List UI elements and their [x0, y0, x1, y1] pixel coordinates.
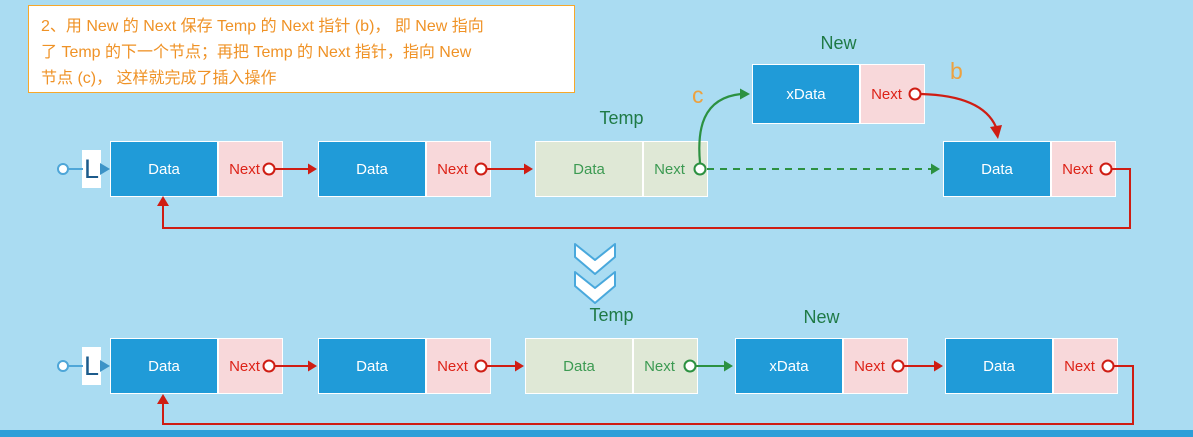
node-data-cell: Data	[536, 142, 644, 196]
green-arrowhead	[740, 88, 750, 100]
pointer-label-b: b	[950, 58, 963, 84]
node-data-cell: Data	[111, 339, 219, 393]
next-pointer-circle	[262, 162, 276, 176]
note-line-3: 节点 (c)， 这样就完成了插入操作	[41, 70, 277, 87]
top-loopback-line	[162, 168, 1131, 229]
red-arrowhead	[308, 163, 317, 175]
next-pointer-circle	[1099, 162, 1113, 176]
head-arrowhead	[100, 163, 110, 175]
temp-label-bottom: Temp	[589, 305, 634, 325]
bottom-edge-bar	[0, 430, 1193, 437]
head-pointer-label: L	[83, 350, 100, 381]
head-arrowhead	[100, 360, 110, 372]
node-next-cell: Next	[861, 65, 924, 123]
node-data-cell: xData	[753, 65, 861, 123]
next-pointer-circle	[474, 162, 488, 176]
chevron-down-icon	[574, 243, 616, 304]
red-arrowhead	[524, 163, 533, 175]
node-data-cell: Data	[319, 339, 427, 393]
pointer-b-curve	[920, 92, 998, 128]
bottom-node-1: Data Next	[110, 338, 283, 394]
next-pointer-circle	[908, 87, 922, 101]
next-pointer-circle	[693, 162, 707, 176]
red-arrowhead	[990, 125, 1002, 139]
instruction-note: 2、用 New 的 Next 保存 Temp 的 Next 指针 (b)， 即 …	[28, 5, 575, 93]
red-arrowhead	[515, 360, 524, 372]
top-new-node: xData Next	[752, 64, 925, 124]
next-pointer-circle	[474, 359, 488, 373]
pointer-label-c: c	[692, 82, 704, 108]
bottom-pointer-circles	[262, 359, 1115, 373]
red-arrowhead	[308, 360, 317, 372]
head-pointer-top: L	[82, 150, 101, 188]
note-line-2: 了 Temp 的下一个节点；再把 Temp 的 Next 指针，指向 New	[41, 44, 472, 61]
red-arrowhead-up	[157, 394, 169, 404]
top-pointer-circles	[262, 87, 1113, 176]
node-data-cell: Data	[944, 142, 1052, 196]
head-circle	[57, 163, 69, 175]
head-link-bottom	[57, 360, 110, 372]
head-pointer-bottom: L	[82, 347, 101, 385]
next-pointer-circle	[1101, 359, 1115, 373]
node-data-cell: Data	[111, 142, 219, 196]
new-label-top: New	[820, 33, 857, 53]
temp-label-top: Temp	[599, 108, 644, 128]
next-pointer-circle	[891, 359, 905, 373]
node-data-cell: Data	[946, 339, 1054, 393]
head-pointer-label: L	[83, 153, 100, 184]
next-pointer-circle	[683, 359, 697, 373]
node-data-cell: Data	[526, 339, 634, 393]
bottom-loopback-line	[162, 365, 1134, 425]
head-circle	[57, 360, 69, 372]
green-arrowhead	[931, 163, 940, 175]
red-arrowhead	[934, 360, 943, 372]
note-line-1: 2、用 New 的 Next 保存 Temp 的 Next 指针 (b)， 即 …	[41, 18, 484, 35]
new-label-bottom: New	[803, 307, 840, 327]
next-pointer-circle	[262, 359, 276, 373]
bottom-new-node: xData Next	[735, 338, 908, 394]
head-link-top	[57, 163, 110, 175]
green-arrowhead	[724, 360, 733, 372]
node-data-cell: xData	[736, 339, 844, 393]
red-arrowhead-up	[157, 196, 169, 206]
node-data-cell: Data	[319, 142, 427, 196]
pointer-c-curve	[698, 92, 742, 164]
